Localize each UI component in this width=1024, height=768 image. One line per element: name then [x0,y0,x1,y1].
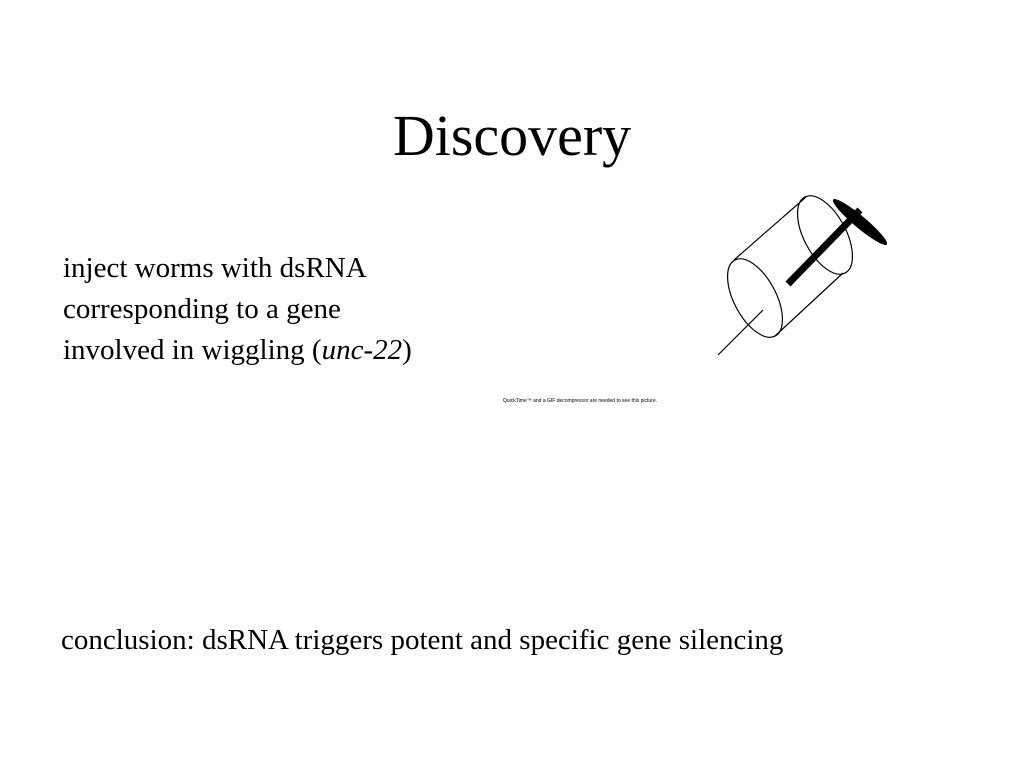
syringe-barrel-near-end [726,258,784,338]
gene-name: unc-22 [321,334,403,366]
syringe-barrel-edge-top [733,196,807,261]
conclusion-text: conclusion: dsRNA triggers potent and sp… [61,624,784,656]
missing-picture-notice: QuickTime™ and a GIF decompressor are ne… [503,398,658,404]
body-text: inject worms with dsRNA corresponding to… [63,248,523,371]
syringe-icon [717,195,888,356]
syringe-plunger-rod [785,207,863,287]
syringe-barrel-far-end [796,195,854,275]
slide-title: Discovery [392,103,632,168]
syringe-plunger-handle [832,199,888,245]
body-line-3: involved in wiggling (unc-22) [63,330,523,371]
body-line-3-prefix: involved in wiggling ( [63,334,322,366]
body-line-1: inject worms with dsRNA [63,252,367,284]
syringe-needle [717,309,764,356]
body-line-2: corresponding to a gene [63,293,341,325]
body-line-3-suffix: ) [402,334,412,366]
syringe-barrel-edge-bottom [774,272,844,337]
